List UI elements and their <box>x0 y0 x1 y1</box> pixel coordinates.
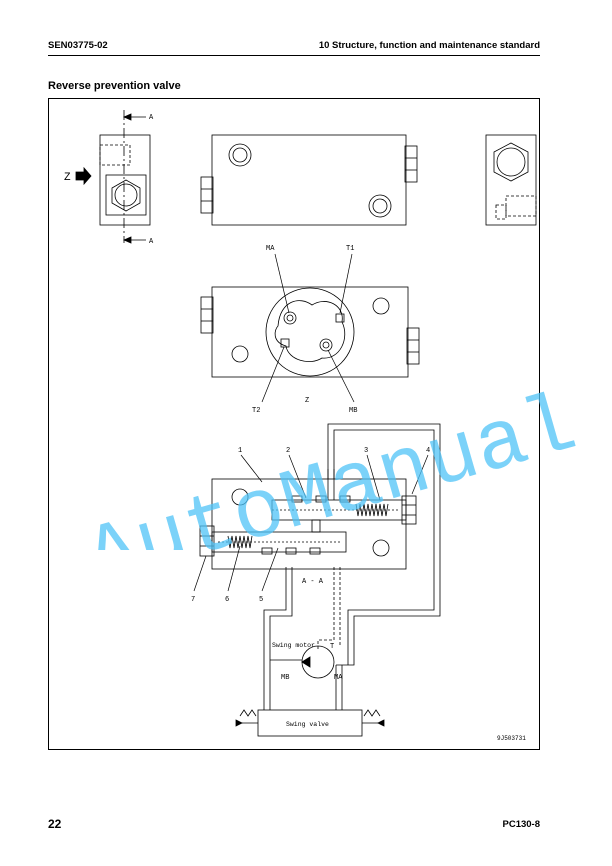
hydraulic-lines <box>263 423 441 710</box>
callout-7: 7 <box>191 596 195 604</box>
view-z-body <box>200 286 420 378</box>
document-code: SEN03775-02 <box>48 40 108 51</box>
callout-5: 5 <box>259 596 263 604</box>
swing-motor-symbol <box>301 645 335 679</box>
callout-1: 1 <box>238 447 242 455</box>
view-z-arrow <box>75 166 92 186</box>
swing-valve-symbol <box>235 709 385 737</box>
port-label-t1: T1 <box>346 245 354 253</box>
motor-port-mb: MB <box>281 674 289 682</box>
port-leaders <box>261 253 355 403</box>
side-view-right <box>485 134 537 226</box>
section-arrow-top <box>122 113 146 121</box>
header-rule <box>48 55 540 56</box>
port-label-mb: MB <box>349 407 357 415</box>
figure-id: 9J503731 <box>497 735 526 742</box>
view-z-caption: Z <box>305 397 309 405</box>
side-view-left <box>99 110 151 243</box>
callout-3: 3 <box>364 447 368 455</box>
section-aa-body <box>199 469 417 570</box>
chapter-title: 10 Structure, function and maintenance s… <box>318 40 540 51</box>
front-view-top <box>200 134 418 226</box>
view-z-label: Z <box>64 172 71 184</box>
section-arrow-bottom <box>122 236 146 244</box>
part-leaders <box>193 454 429 592</box>
swing-valve-label: Swing valve <box>286 721 329 728</box>
callout-6: 6 <box>225 596 229 604</box>
motor-port-t: T <box>330 643 334 651</box>
callout-2: 2 <box>286 447 290 455</box>
section-mark-top: A <box>149 114 154 122</box>
swing-motor-label: Swing motor <box>272 642 315 649</box>
section-title: Reverse prevention valve <box>48 80 181 92</box>
model-name: PC130-8 <box>502 819 541 830</box>
motor-port-ma: MA <box>334 674 343 682</box>
section-aa-label: A - A <box>302 578 324 586</box>
port-label-t2: T2 <box>252 407 260 415</box>
callout-4: 4 <box>426 447 430 455</box>
page-number: 22 <box>48 817 62 831</box>
figure-frame <box>48 98 540 750</box>
section-mark-bottom: A <box>149 238 154 246</box>
port-label-ma: MA <box>266 245 275 253</box>
